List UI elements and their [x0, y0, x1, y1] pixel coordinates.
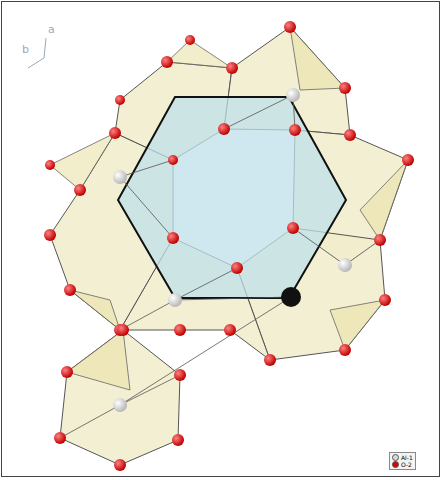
legend-text: O-2: [401, 461, 412, 468]
legend-row: O-2: [392, 461, 413, 468]
legend-text: Al-1: [401, 454, 413, 461]
legend-swatch: [392, 461, 399, 468]
legend-row: Al-1: [392, 454, 413, 461]
axis-label: b: [22, 44, 29, 55]
legend-swatch: [392, 454, 399, 461]
legend: Al-1O-2: [389, 452, 416, 470]
axis-label: a: [48, 24, 55, 35]
